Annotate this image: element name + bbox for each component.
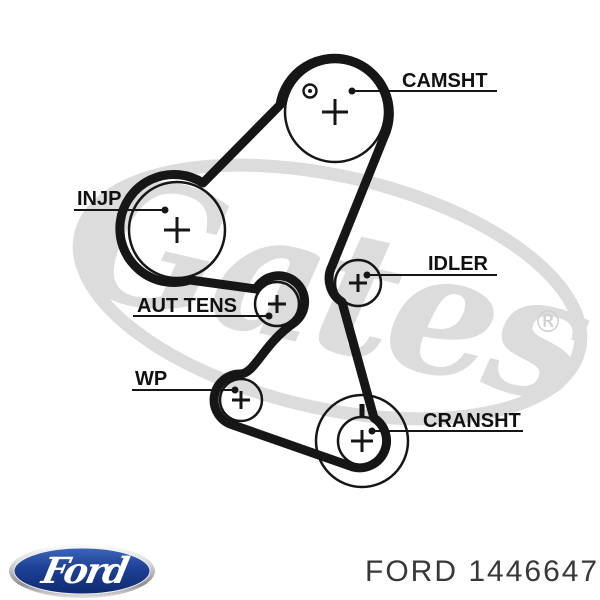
tensioner-leader-dot [265, 312, 273, 320]
water-pump-cross [232, 391, 250, 409]
camshaft-leader-dot [348, 87, 356, 95]
idler-cross [349, 274, 367, 292]
ford-logo-blue-oval [13, 547, 151, 595]
crankshaft-cross [351, 430, 373, 452]
crankshaft-leader-dot [368, 427, 376, 435]
injection-pump-leader-dot [161, 206, 169, 214]
idler-pulley [333, 258, 383, 308]
gates-oval [72, 158, 588, 426]
tensioner-cross [268, 295, 286, 313]
ford-logo-script: Ford [37, 549, 132, 592]
callout-tensioner: AUT TENS [133, 295, 273, 320]
callout-water-pump: WP [132, 368, 239, 394]
center-crosses [164, 99, 373, 452]
camshaft-label: CAMSHT [402, 70, 488, 92]
idler-leader-dot [363, 271, 371, 279]
tensioner-pulley [253, 280, 301, 328]
camshaft-timing-mark-dot [308, 89, 312, 93]
water-pump-leader-dot [231, 386, 239, 394]
callout-idler: IDLER [363, 253, 497, 279]
idler-label: IDLER [428, 253, 489, 275]
part-number: FORD 1446647 [365, 555, 599, 588]
crankshaft-pulley-outer [314, 393, 410, 489]
crankshaft-label: CRANSHT [423, 410, 521, 432]
callout-injection-pump: INJP [74, 188, 169, 214]
callout-camshaft: CAMSHT [348, 70, 497, 95]
water-pump-pulley [218, 377, 264, 423]
water-pump-label: WP [135, 368, 167, 390]
camshaft-cross [322, 99, 348, 125]
ford-logo: Ford [9, 544, 155, 598]
alignment-marks [302, 83, 365, 416]
injection-pump-label: INJP [77, 188, 121, 210]
registered-icon: ® [533, 305, 563, 340]
injection-pump-cross [164, 217, 190, 243]
callout-crankshaft: CRANSHT [368, 410, 523, 435]
timing-belt [115, 53, 394, 473]
tensioner-label: AUT TENS [137, 295, 237, 317]
callouts: CAMSHT INJP IDLER AUT TENS WP CRANSHT [74, 70, 523, 435]
